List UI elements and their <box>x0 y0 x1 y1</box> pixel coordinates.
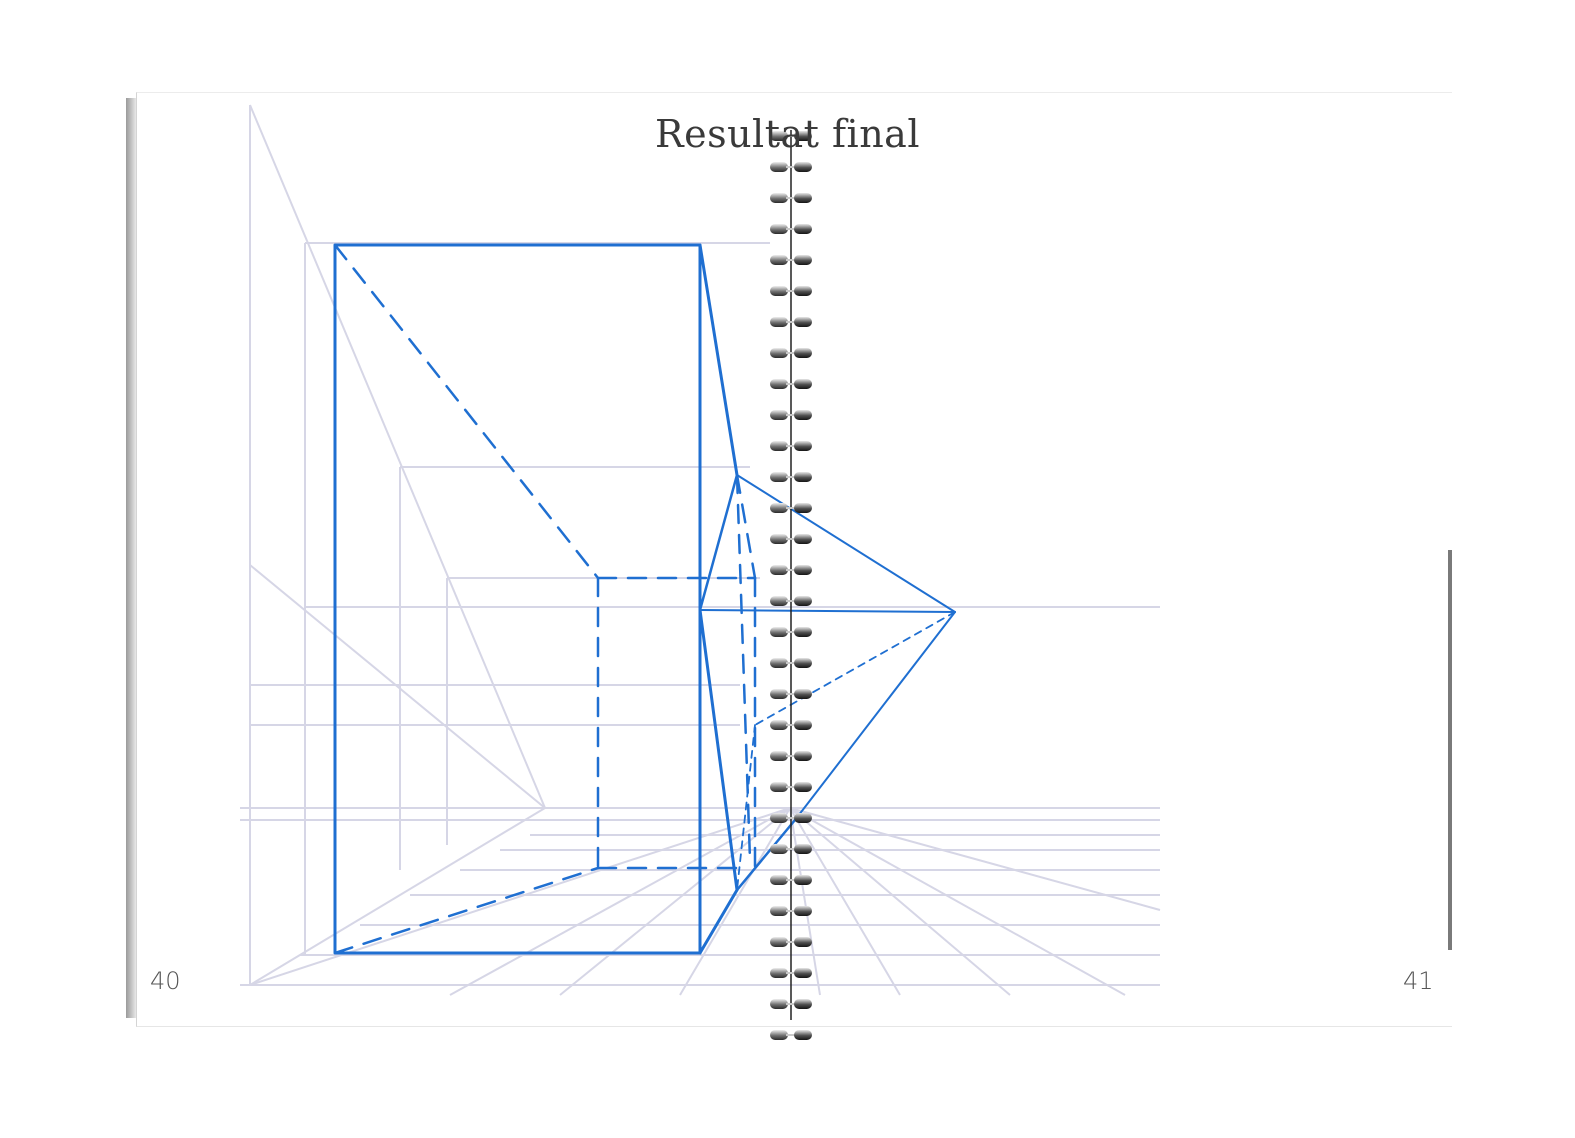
spiral-binding <box>768 130 818 1040</box>
guide-line <box>789 807 821 996</box>
spiral-coil <box>768 564 814 576</box>
spiral-coil <box>768 657 814 669</box>
spiral-coil <box>768 967 814 979</box>
guide-line <box>249 564 546 809</box>
hidden-edge <box>333 866 600 955</box>
edge <box>698 608 739 892</box>
edge <box>736 474 956 613</box>
spiral-coil <box>768 285 814 297</box>
hidden-edge <box>736 724 756 891</box>
spiral-coil <box>768 316 814 328</box>
spiral-coil <box>768 130 814 142</box>
spiral-coil <box>768 843 814 855</box>
guide-line <box>449 807 791 996</box>
edge <box>735 818 797 892</box>
hidden-edge <box>735 473 757 580</box>
guide-line <box>249 104 546 809</box>
page-edge-shadow <box>1448 550 1452 950</box>
page-number-left: 40 <box>150 967 181 995</box>
guide-line <box>559 807 791 996</box>
guide-line <box>249 807 546 986</box>
spiral-coil <box>768 533 814 545</box>
spiral-coil <box>768 781 814 793</box>
spiral-coil <box>768 719 814 731</box>
spiral-coil <box>768 378 814 390</box>
edge <box>698 888 739 955</box>
spiral-coil <box>768 161 814 173</box>
hidden-edge <box>333 243 600 580</box>
guide-line <box>789 807 1126 996</box>
edge <box>698 243 739 477</box>
spine-line <box>790 130 792 1020</box>
spiral-coil <box>768 440 814 452</box>
page-number-right: 41 <box>1403 967 1434 995</box>
page-stack-edge <box>126 98 136 1018</box>
spiral-coil <box>768 595 814 607</box>
hidden-edge <box>754 611 956 726</box>
guide-line <box>789 807 901 996</box>
blue-prism <box>333 243 956 955</box>
spiral-coil <box>768 223 814 235</box>
guide-line <box>249 807 791 986</box>
spiral-coil <box>768 874 814 886</box>
guide-line <box>679 807 791 996</box>
guide-line <box>789 807 1161 911</box>
spiral-coil <box>768 254 814 266</box>
spiral-coil <box>768 409 814 421</box>
spiral-coil <box>768 471 814 483</box>
spiral-coil <box>768 812 814 824</box>
edge <box>698 473 739 612</box>
spiral-coil <box>768 688 814 700</box>
page-title: Resultat final <box>654 112 920 156</box>
spiral-coil <box>768 750 814 762</box>
spiral-coil <box>768 502 814 514</box>
spiral-coil <box>768 905 814 917</box>
hidden-edge <box>735 473 752 862</box>
left-page <box>136 92 793 1027</box>
spiral-coil <box>768 998 814 1010</box>
spiral-coil <box>768 1029 814 1041</box>
front-face <box>333 243 702 955</box>
spiral-coil <box>768 192 814 204</box>
spiral-coil <box>768 936 814 948</box>
spiral-coil <box>768 626 814 638</box>
guide-line <box>789 807 1011 996</box>
edge <box>699 609 956 613</box>
spiral-coil <box>768 347 814 359</box>
edge <box>794 611 956 821</box>
